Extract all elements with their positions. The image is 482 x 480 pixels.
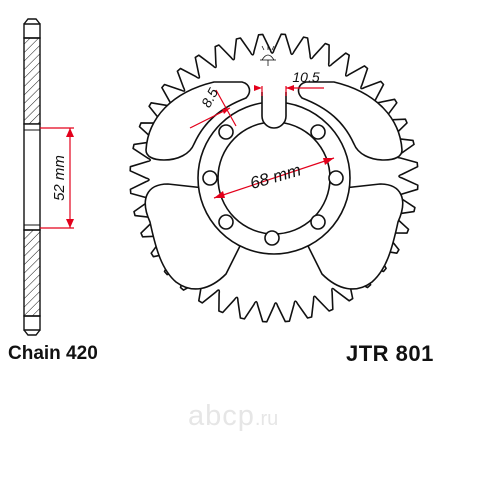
lightening-windows xyxy=(144,81,404,290)
tooth-pitch-icon xyxy=(260,44,276,66)
bolt-hole xyxy=(264,230,280,246)
side-profile-upper-hatch xyxy=(23,37,41,125)
watermark: abcp .ru xyxy=(188,400,278,433)
bolt-holes xyxy=(202,124,344,246)
bolt-hole xyxy=(328,170,344,186)
bolt-hole xyxy=(310,124,326,140)
bolt-hole xyxy=(218,124,234,140)
bolt-hole xyxy=(218,214,234,230)
window-top-right xyxy=(297,81,403,161)
stud-spacing-label: 52 mm xyxy=(51,155,68,201)
model-label: JTR 801 xyxy=(346,341,434,366)
chain-label: Chain 420 xyxy=(8,343,98,364)
window-top-left xyxy=(145,81,251,161)
watermark-tld: .ru xyxy=(254,408,279,430)
offset-dimension: 10.5 xyxy=(254,69,324,96)
bolt-hole xyxy=(202,170,218,186)
side-profile xyxy=(23,18,41,336)
side-profile-lower-hatch xyxy=(23,229,41,317)
offset-label: 10.5 xyxy=(292,69,319,85)
stud-spacing-dimension: 52 mm xyxy=(40,127,74,229)
side-profile-top-tooth xyxy=(23,23,41,39)
side-profile-hub xyxy=(23,123,41,231)
watermark-main: abcp xyxy=(188,400,255,432)
bolt-hole xyxy=(310,214,326,230)
top-slot xyxy=(261,92,287,129)
